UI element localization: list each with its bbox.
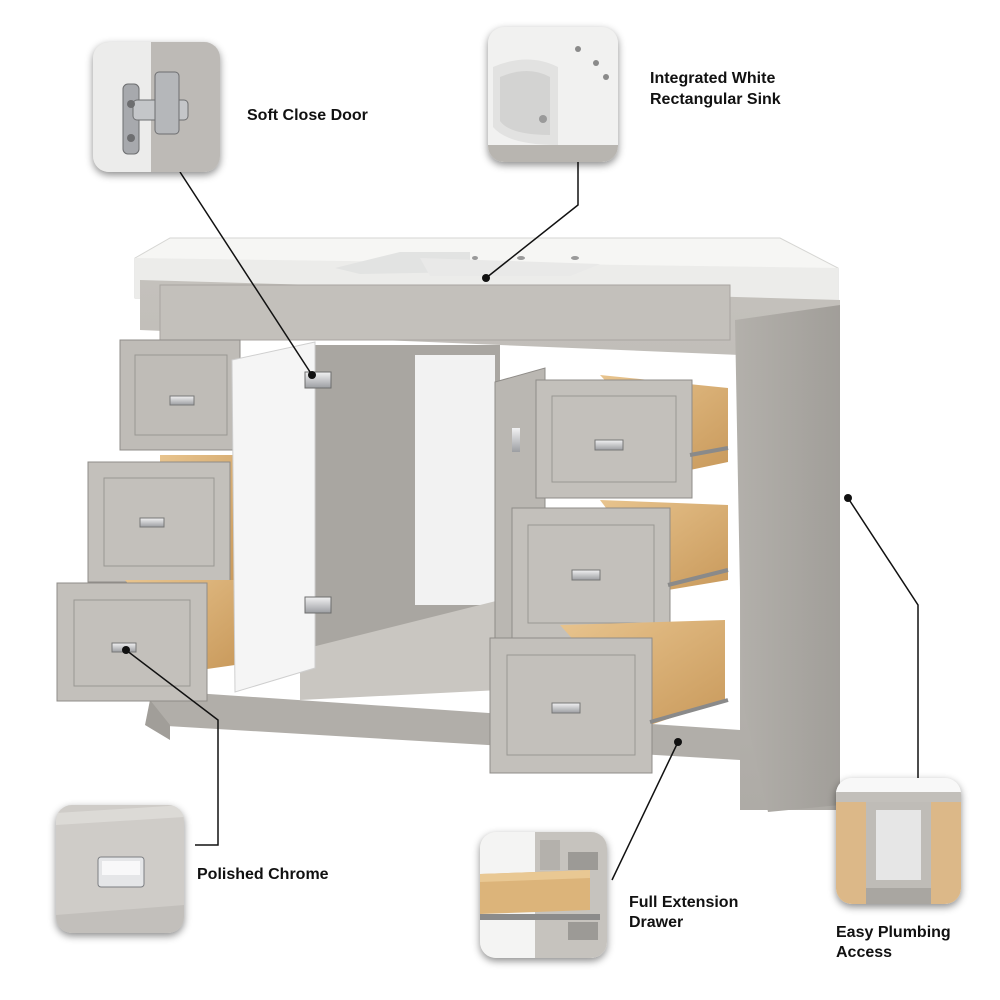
callout-dot-soft-close	[308, 371, 316, 379]
drawer-slide-thumbnail	[480, 832, 607, 958]
plumbing-thumbnail	[836, 778, 961, 904]
chrome-pull-thumbnail	[56, 805, 184, 933]
full-extension-label-line2: Drawer	[629, 914, 684, 931]
sink-label-line1: Integrated White	[650, 70, 776, 87]
callout-line-plumbing	[847, 497, 919, 778]
sink-label-line2: Rectangular Sink	[650, 91, 781, 108]
callout-dot-plumbing	[844, 494, 852, 502]
callout-line-drawer	[611, 741, 679, 881]
sink-icon	[488, 27, 618, 162]
hinge-icon	[93, 42, 220, 172]
callout-dot-chrome	[122, 646, 130, 654]
hinge-thumbnail	[93, 42, 220, 172]
callout-line-soft-close	[179, 171, 313, 376]
drawer-pull-icon	[56, 805, 184, 933]
full-extension-label-line1: Full Extension	[629, 894, 739, 911]
plumbing-label-line1: Easy Plumbing	[836, 924, 951, 941]
callout-dot-sink	[482, 274, 490, 282]
callout-line-chrome	[125, 649, 219, 846]
polished-chrome-label: Polished Chrome	[197, 866, 329, 883]
sink-thumbnail	[488, 27, 618, 162]
soft-close-door-label: Soft Close Door	[247, 107, 368, 124]
callout-dot-drawer	[674, 738, 682, 746]
open-cabinet-icon	[836, 778, 961, 904]
callout-line-sink	[485, 162, 579, 279]
plumbing-label-line2: Access	[836, 944, 893, 961]
drawer-slide-icon	[480, 832, 607, 958]
